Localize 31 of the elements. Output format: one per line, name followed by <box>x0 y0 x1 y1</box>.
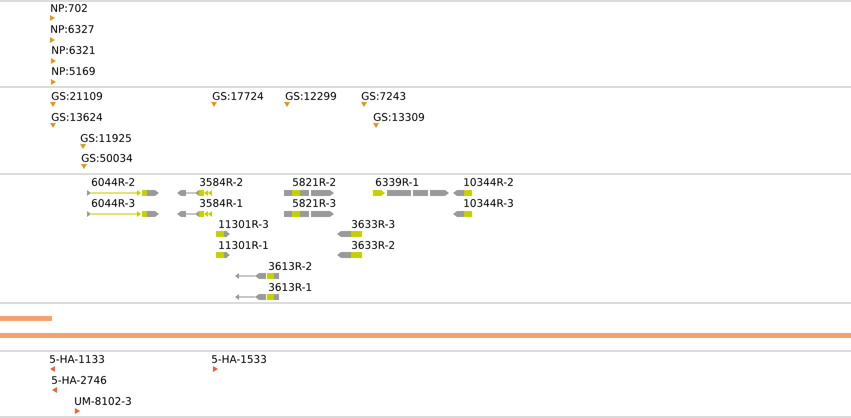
feature-label: NP:6327 <box>51 25 94 33</box>
feature-label: 5-HA-1133 <box>50 355 104 363</box>
feature-label: 5-HA-1533 <box>212 355 266 363</box>
feature-label: GS:11925 <box>80 134 131 142</box>
feature-label: 10344R-3 <box>464 199 513 207</box>
feature-label: 3584R-1 <box>200 199 242 207</box>
feature-label: GS:50034 <box>82 154 132 162</box>
feature-label: 3633R-3 <box>352 220 394 228</box>
feature-label: GS:17724 <box>212 92 264 100</box>
feature-label: NP:6321 <box>52 46 94 54</box>
feature-label: 5821R-3 <box>293 199 336 207</box>
feature-label: GS:12299 <box>286 92 336 100</box>
feature-label: 3613R-1 <box>269 283 312 291</box>
feature-label: 6044R-2 <box>92 178 134 186</box>
feature-label: NP:702 <box>51 4 87 12</box>
feature-label: 6339R-1 <box>376 178 418 186</box>
feature-label: 5821R-2 <box>293 178 336 186</box>
feature-label: 11301R-3 <box>219 220 268 228</box>
feature-label: GS:7243 <box>362 92 406 100</box>
feature-label: NP:5169 <box>52 67 95 75</box>
feature-label: UM-8102-3 <box>75 397 131 405</box>
feature-label: 3584R-2 <box>200 178 242 186</box>
feature-label: 3613R-2 <box>269 262 312 270</box>
feature-label: 11301R-1 <box>219 241 268 249</box>
feature-label: GS:13309 <box>374 113 424 121</box>
feature-label: 10344R-2 <box>464 178 513 186</box>
feature-label: 6044R-3 <box>92 199 134 207</box>
feature-label: GS:13624 <box>52 113 102 121</box>
feature-label: 3633R-2 <box>352 241 394 249</box>
feature-label: 5-HA-2746 <box>52 376 106 384</box>
feature-label: GS:21109 <box>52 92 102 100</box>
